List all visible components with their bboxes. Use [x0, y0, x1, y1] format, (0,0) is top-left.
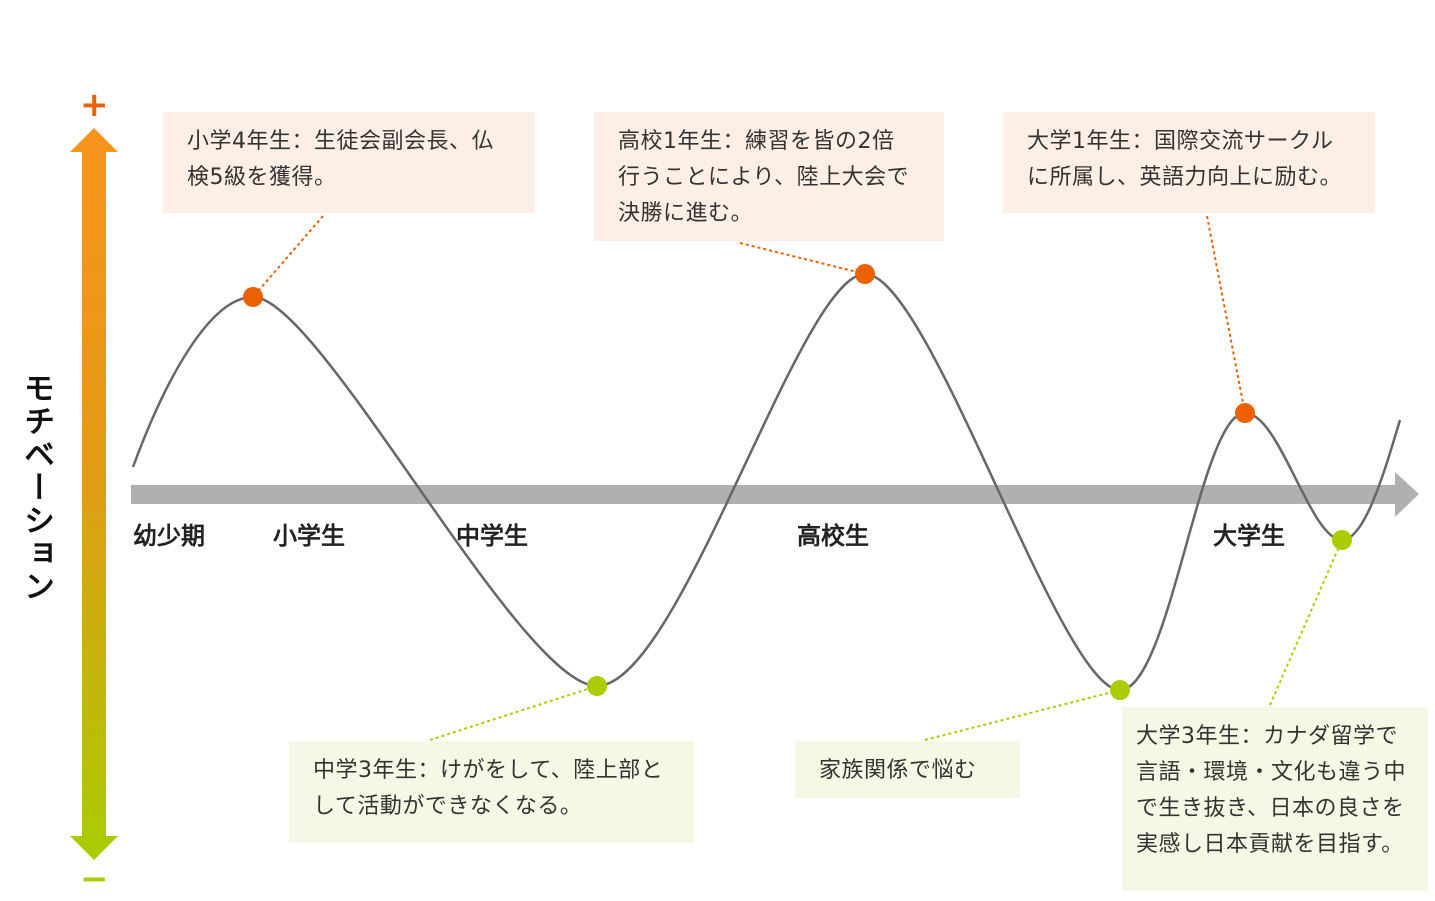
connector-line: [1206, 215, 1246, 414]
connector-line: [429, 685, 598, 741]
stage-label: 小学生: [273, 522, 345, 550]
event-callout-low: 大学3年生：カナダ留学で 言語・環境・文化も違う中 で生き抜き、日本の良さを 実…: [1122, 707, 1428, 891]
low-point-marker: [1110, 680, 1130, 700]
connector-line: [252, 215, 324, 298]
plus-sign: +: [80, 85, 109, 125]
y-axis-label: モチベーション: [18, 372, 54, 603]
stage-label: 大学生: [1213, 522, 1285, 550]
motivation-curve: [131, 272, 1402, 692]
motivation-axis-arrow: [70, 128, 118, 860]
low-point-marker: [1332, 530, 1352, 550]
event-callout-high: 大学1年生：国際交流サークル に所属し、英語力向上に励む。: [1003, 112, 1375, 213]
high-point-marker: [243, 287, 263, 307]
time-axis-arrow: [131, 472, 1419, 517]
event-callout-high: 高校1年生：練習を皆の2倍 行うことにより、陸上大会で 決勝に進む。: [594, 112, 944, 241]
connector-line: [1269, 539, 1343, 706]
stage-label: 高校生: [797, 522, 869, 550]
event-callout-low: 中学3年生：けがをして、陸上部と して活動ができなくなる。: [289, 741, 694, 843]
connector-line: [924, 689, 1121, 741]
low-point-marker: [587, 676, 607, 696]
event-callout-high: 小学4年生：生徒会副会長、仏 検5級を獲得。: [163, 112, 535, 213]
high-point-marker: [1235, 403, 1255, 423]
high-point-marker: [855, 264, 875, 284]
stage-label: 中学生: [456, 522, 528, 550]
stage-label: 幼少期: [133, 522, 205, 550]
minus-sign: −: [80, 859, 109, 899]
connector-line: [739, 242, 866, 275]
event-callout-low: 家族関係で悩む: [795, 741, 1020, 798]
